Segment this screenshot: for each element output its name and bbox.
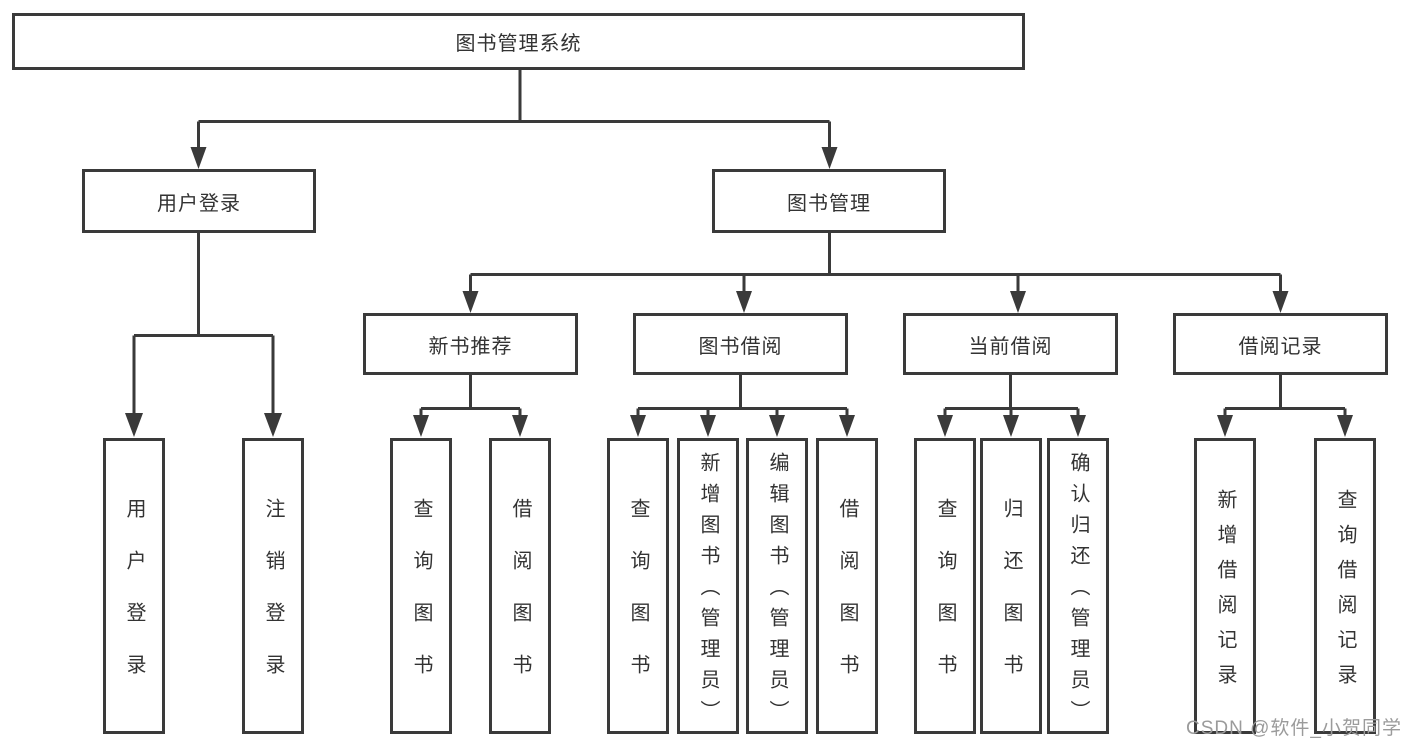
node-label: 新书推荐 <box>428 335 513 358</box>
leaf-add-books-admin: 新增图书（管理员） <box>677 438 739 734</box>
leaf-label: 查询图书 <box>627 498 649 706</box>
leaf-query-books-current: 查询图书 <box>914 438 976 734</box>
node-label: 图书管理系统 <box>455 33 582 55</box>
node-label: 图书借阅 <box>698 335 783 358</box>
leaf-label: 借阅图书 <box>509 498 531 706</box>
csdn-watermark: CSDN @软件_小贺同学 <box>1186 718 1402 739</box>
node-book-borrowing: 图书借阅 <box>633 313 848 375</box>
node-book-management: 图书管理 <box>712 169 946 233</box>
leaf-label: 新增图书（管理员） <box>697 452 719 731</box>
leaf-add-borrow-record: 新增借阅记录 <box>1194 438 1256 734</box>
leaf-label: 确认归还（管理员） <box>1067 452 1089 731</box>
leaf-label: 归还图书 <box>1000 498 1022 706</box>
node-new-book-recommendation: 新书推荐 <box>363 313 578 375</box>
leaf-logout: 注销登录 <box>242 438 304 734</box>
node-book-management-system: 图书管理系统 <box>12 13 1025 70</box>
leaf-return-books: 归还图书 <box>980 438 1042 734</box>
node-current-borrowing: 当前借阅 <box>903 313 1118 375</box>
leaf-edit-books-admin: 编辑图书（管理员） <box>746 438 808 734</box>
leaf-borrow-books-recommend: 借阅图书 <box>489 438 551 734</box>
leaf-label: 注销登录 <box>262 498 284 706</box>
leaf-query-borrow-record: 查询借阅记录 <box>1314 438 1376 734</box>
leaf-label: 查询图书 <box>410 498 432 706</box>
leaf-confirm-return-admin: 确认归还（管理员） <box>1047 438 1109 734</box>
connector-lines <box>132 70 1347 418</box>
leaf-borrow-books: 借阅图书 <box>816 438 878 734</box>
leaf-label: 新增借阅记录 <box>1214 488 1236 699</box>
leaf-query-books-borrow: 查询图书 <box>607 438 669 734</box>
leaf-label: 用户登录 <box>123 498 145 706</box>
node-label: 图书管理 <box>787 192 871 215</box>
node-user-login: 用户登录 <box>82 169 316 233</box>
node-label: 借阅记录 <box>1238 335 1323 358</box>
node-label: 用户登录 <box>157 192 241 215</box>
leaf-query-books-recommend: 查询图书 <box>390 438 452 734</box>
leaf-label: 借阅图书 <box>836 498 858 706</box>
node-borrowing-records: 借阅记录 <box>1173 313 1388 375</box>
node-label: 当前借阅 <box>968 335 1053 358</box>
arrow-heads <box>125 147 1353 437</box>
leaf-label: 查询借阅记录 <box>1334 488 1356 699</box>
leaf-label: 编辑图书（管理员） <box>766 452 788 731</box>
leaf-label: 查询图书 <box>934 498 956 706</box>
leaf-user-login: 用户登录 <box>103 438 165 734</box>
